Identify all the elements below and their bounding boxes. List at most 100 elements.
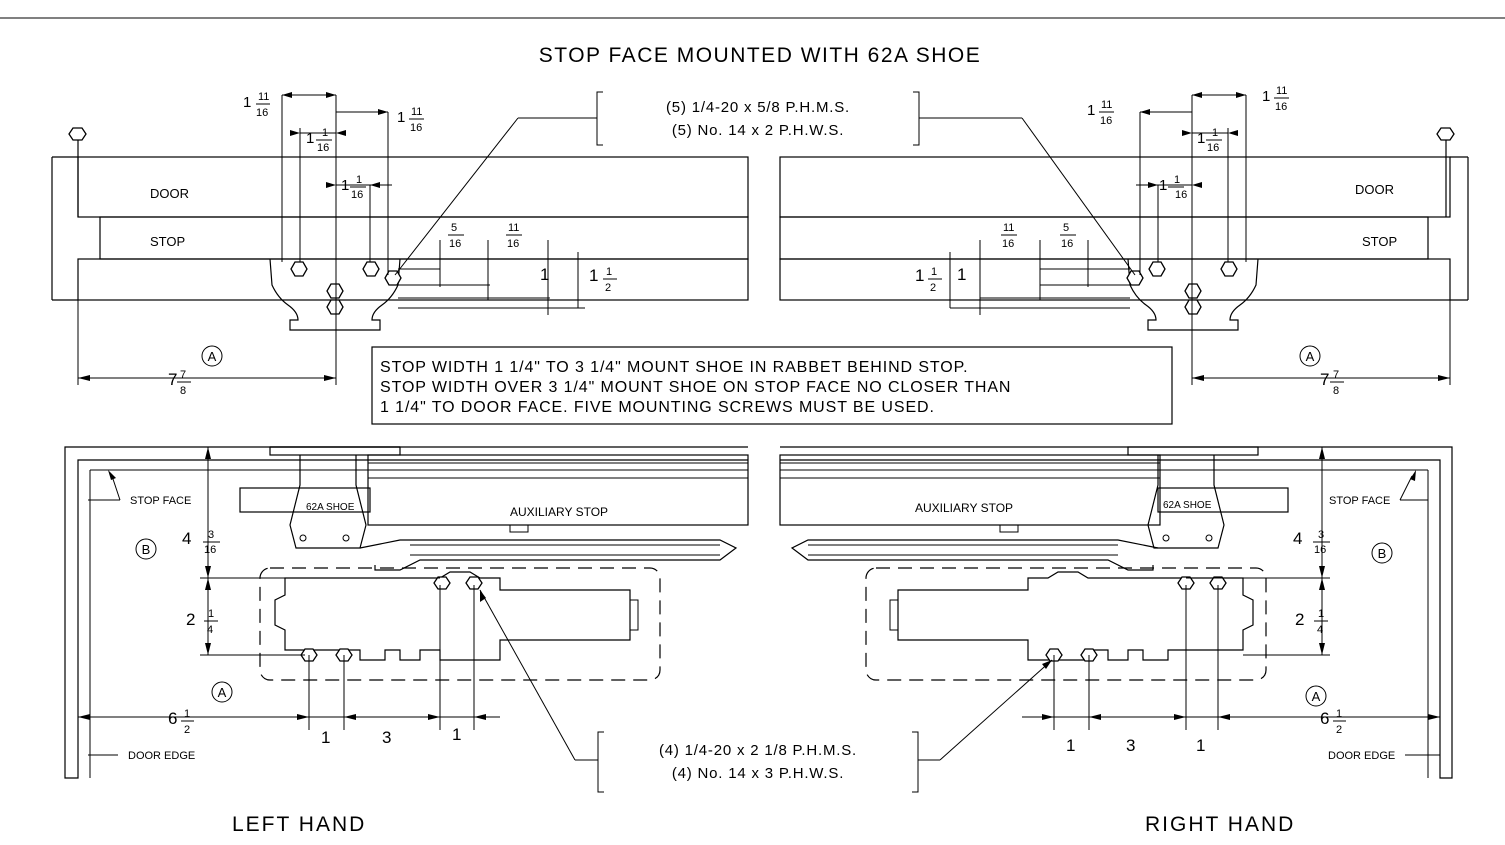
svg-text:7: 7 bbox=[180, 369, 186, 381]
svg-text:7: 7 bbox=[1333, 369, 1339, 381]
svg-text:3: 3 bbox=[1318, 529, 1324, 541]
svg-text:1: 1 bbox=[1336, 708, 1342, 720]
svg-text:5: 5 bbox=[451, 222, 457, 234]
hinge-pin-icon bbox=[68, 127, 87, 141]
svg-text:2: 2 bbox=[930, 282, 936, 294]
svg-text:AUXILIARY STOP: AUXILIARY STOP bbox=[510, 505, 608, 519]
svg-text:16: 16 bbox=[1175, 189, 1187, 201]
svg-text:62A SHOE: 62A SHOE bbox=[306, 502, 355, 513]
stop-label-right: STOP bbox=[1362, 234, 1397, 249]
svg-text:3: 3 bbox=[382, 728, 391, 747]
svg-text:1: 1 bbox=[321, 728, 330, 747]
bottom-right-dim-text: 4 3 16 2 1 4 6 1 2 1 3 1 STOP FACE DOOR … bbox=[915, 495, 1395, 762]
auxiliary-stop-right bbox=[779, 454, 1161, 526]
svg-text:1: 1 bbox=[1318, 608, 1324, 620]
door-label-left: DOOR bbox=[150, 186, 189, 201]
top-left-dim-text: 1 11 16 1 11 16 1 1 16 1 1 16 5 16 11 16… bbox=[168, 91, 617, 397]
svg-text:16: 16 bbox=[317, 142, 329, 154]
top-screw-callout: (5) 1/4-20 x 5/8 P.H.M.S. (5) No. 14 x 2… bbox=[394, 91, 1136, 276]
svg-text:2: 2 bbox=[184, 724, 190, 736]
svg-text:4: 4 bbox=[182, 529, 191, 548]
door-panel-right bbox=[779, 156, 1451, 218]
svg-text:B: B bbox=[142, 542, 151, 557]
circle-a-icon bbox=[1305, 685, 1327, 707]
svg-text:6: 6 bbox=[1320, 709, 1329, 728]
note-line3: 1 1/4" TO DOOR FACE. FIVE MOUNTING SCREW… bbox=[380, 399, 935, 416]
svg-text:1: 1 bbox=[931, 266, 937, 278]
svg-text:A: A bbox=[218, 685, 227, 700]
svg-text:3: 3 bbox=[208, 529, 214, 541]
svg-text:AUXILIARY STOP: AUXILIARY STOP bbox=[915, 501, 1013, 515]
svg-text:16: 16 bbox=[1314, 544, 1326, 556]
svg-text:5: 5 bbox=[1063, 222, 1069, 234]
circle-a-icon bbox=[201, 345, 223, 367]
svg-text:7: 7 bbox=[168, 370, 177, 389]
svg-text:4: 4 bbox=[207, 624, 213, 636]
installation-note: STOP WIDTH 1 1/4" TO 3 1/4" MOUNT SHOE I… bbox=[371, 346, 1173, 425]
svg-text:1: 1 bbox=[1066, 736, 1075, 755]
svg-text:2: 2 bbox=[605, 282, 611, 294]
top-right-elevation bbox=[779, 92, 1469, 385]
bottom-callout-line1: (4) 1/4-20 x 2 1/8 P.H.M.S. bbox=[659, 742, 857, 759]
note-box bbox=[371, 346, 1173, 425]
svg-text:6: 6 bbox=[168, 709, 177, 728]
svg-text:1: 1 bbox=[1087, 102, 1095, 119]
svg-text:3: 3 bbox=[1126, 736, 1135, 755]
svg-text:7: 7 bbox=[1320, 370, 1329, 389]
svg-text:1: 1 bbox=[452, 725, 461, 744]
left-hand-label: LEFT HAND bbox=[232, 813, 366, 836]
circle-a-icon bbox=[211, 681, 233, 703]
svg-text:1: 1 bbox=[1212, 127, 1218, 139]
svg-text:STOP FACE: STOP FACE bbox=[130, 495, 191, 507]
svg-text:1: 1 bbox=[341, 177, 349, 194]
bottom-right-plan bbox=[779, 446, 1453, 779]
svg-text:8: 8 bbox=[180, 385, 186, 397]
hinge-pin-icon bbox=[1436, 127, 1455, 141]
bottom-left-plan bbox=[64, 446, 749, 779]
svg-text:1: 1 bbox=[1262, 88, 1270, 105]
circle-a-label: A bbox=[1306, 349, 1315, 364]
svg-text:1: 1 bbox=[1196, 736, 1205, 755]
svg-text:16: 16 bbox=[449, 238, 461, 250]
svg-text:1: 1 bbox=[606, 266, 612, 278]
svg-text:A: A bbox=[1312, 689, 1321, 704]
svg-text:1: 1 bbox=[397, 109, 405, 126]
svg-text:16: 16 bbox=[1207, 142, 1219, 154]
top-callout-line2: (5) No. 14 x 2 P.H.W.S. bbox=[672, 122, 844, 139]
svg-text:2: 2 bbox=[1336, 724, 1342, 736]
svg-text:16: 16 bbox=[507, 238, 519, 250]
auxiliary-stop-left bbox=[367, 454, 749, 526]
svg-text:1: 1 bbox=[243, 94, 251, 111]
frame-panel-left bbox=[77, 258, 749, 301]
svg-text:STOP FACE: STOP FACE bbox=[1329, 495, 1390, 507]
frame-panel-right bbox=[779, 258, 1451, 301]
svg-text:16: 16 bbox=[1275, 101, 1287, 113]
right-hand-label: RIGHT HAND bbox=[1145, 813, 1295, 836]
top-callout-line1: (5) 1/4-20 x 5/8 P.H.M.S. bbox=[666, 99, 850, 116]
svg-text:1: 1 bbox=[915, 266, 924, 285]
svg-text:DOOR EDGE: DOOR EDGE bbox=[1328, 750, 1395, 762]
note-line1: STOP WIDTH 1 1/4" TO 3 1/4" MOUNT SHOE I… bbox=[380, 359, 969, 376]
svg-text:11: 11 bbox=[1276, 85, 1287, 97]
door-label-right: DOOR bbox=[1355, 182, 1394, 197]
note-line2: STOP WIDTH OVER 3 1/4" MOUNT SHOE ON STO… bbox=[380, 379, 1011, 396]
top-right-dim-text: 1 11 16 1 11 16 1 1 16 1 1 16 11 16 5 16… bbox=[915, 85, 1344, 397]
svg-text:B: B bbox=[1378, 546, 1387, 561]
svg-text:16: 16 bbox=[1002, 238, 1014, 250]
svg-text:1: 1 bbox=[589, 266, 598, 285]
svg-text:1: 1 bbox=[184, 708, 190, 720]
svg-text:2: 2 bbox=[1295, 610, 1304, 629]
svg-text:16: 16 bbox=[351, 189, 363, 201]
svg-text:16: 16 bbox=[410, 122, 422, 134]
svg-text:16: 16 bbox=[1061, 238, 1073, 250]
svg-text:62A SHOE: 62A SHOE bbox=[1163, 500, 1212, 511]
top-left-elevation bbox=[51, 92, 749, 385]
svg-text:11: 11 bbox=[1101, 99, 1112, 111]
svg-text:1: 1 bbox=[208, 608, 214, 620]
svg-text:1: 1 bbox=[957, 265, 966, 284]
bottom-callout-line2: (4) No. 14 x 3 P.H.W.S. bbox=[672, 765, 844, 782]
svg-text:16: 16 bbox=[204, 544, 216, 556]
svg-text:1: 1 bbox=[322, 127, 328, 139]
svg-text:8: 8 bbox=[1333, 385, 1339, 397]
